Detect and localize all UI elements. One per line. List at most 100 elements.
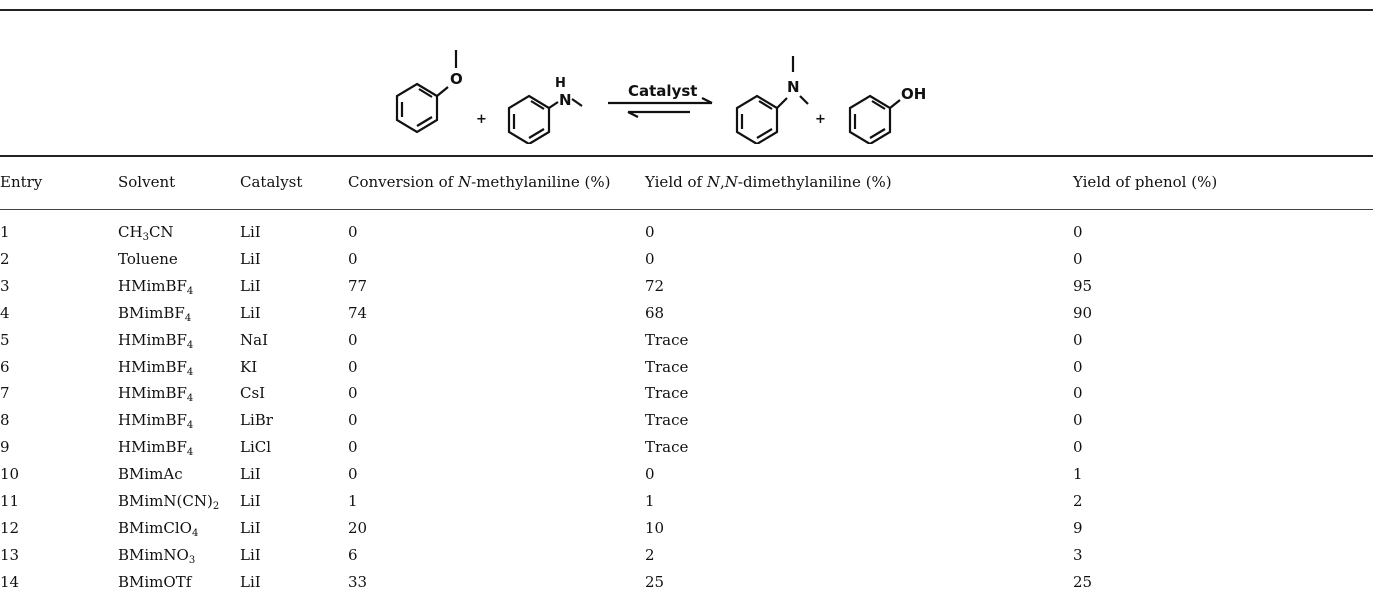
cell-entry: 7: [0, 384, 10, 402]
cell-solvent: HMimBF4: [118, 383, 194, 404]
cell-solvent: BMimN(CN)2: [118, 491, 219, 512]
cell-yield-phenol: 0: [1073, 358, 1083, 376]
cell-solvent: HMimBF4: [118, 410, 194, 431]
cell-yield-phenol: 0: [1073, 438, 1083, 456]
cell-yield-dimethylaniline: 2: [645, 546, 655, 564]
cell-conversion: 77: [348, 277, 368, 295]
cell-conversion: 74: [348, 304, 368, 322]
cell-solvent: CH3CN: [118, 222, 174, 243]
atom-label-o: O: [450, 70, 463, 88]
cell-conversion: 20: [348, 519, 368, 537]
header-yield-dimethylaniline: Yield of N,N-dimethylaniline (%): [645, 173, 892, 191]
cell-entry: 5: [0, 331, 10, 349]
cell-yield-dimethylaniline: 0: [645, 250, 655, 268]
solvent-text: BMimN(CN): [118, 492, 213, 510]
cell-yield-phenol: 0: [1073, 411, 1083, 429]
cell-entry: 12: [0, 519, 20, 537]
cell-yield-dimethylaniline: 10: [645, 519, 665, 537]
solvent-text: BMimOTf: [118, 573, 192, 591]
cell-yield-phenol: 0: [1073, 223, 1083, 241]
cell-entry: 10: [0, 465, 20, 483]
cell-conversion: 0: [348, 411, 358, 429]
cell-catalyst: LiI: [240, 465, 261, 483]
cell-yield-dimethylaniline: Trace: [645, 331, 689, 349]
atom-label-n1: N: [559, 91, 572, 109]
cell-solvent: HMimBF4: [118, 437, 194, 458]
cell-conversion: 6: [348, 546, 358, 564]
cell-yield-phenol: 3: [1073, 546, 1083, 564]
solvent-subscript: 4: [186, 340, 194, 351]
solvent-text: BMimAc: [118, 465, 183, 483]
plus-sign-2: +: [815, 112, 826, 127]
cell-solvent: BMimOTf: [118, 572, 191, 592]
solvent-text: CH: [118, 223, 143, 241]
cell-entry: 11: [0, 492, 20, 510]
cell-yield-phenol: 95: [1073, 277, 1093, 295]
cell-catalyst: LiI: [240, 546, 261, 564]
solvent-text: HMimBF: [118, 384, 187, 402]
solvent-subscript: 3: [142, 232, 149, 243]
cell-entry: 14: [0, 573, 20, 591]
solvent-text: BMimClO: [118, 519, 192, 537]
cell-entry: 6: [0, 358, 10, 376]
cell-yield-dimethylaniline: 1: [645, 492, 655, 510]
solvent-subscript: 4: [186, 367, 194, 378]
cell-entry: 9: [0, 438, 10, 456]
solvent-text: HMimBF: [118, 277, 187, 295]
cell-solvent: BMimNO3: [118, 545, 195, 566]
cell-catalyst: CsI: [240, 384, 266, 402]
n-n-dimethylaniline-structure: [735, 56, 809, 146]
solvent-text: HMimBF: [118, 438, 187, 456]
solvent-subscript: 4: [186, 447, 194, 458]
reaction-scheme-svg: O H N N OH + + Catalyst: [395, 50, 926, 146]
header-catalyst: Catalyst: [240, 173, 303, 191]
arrow-label: Catalyst: [628, 82, 697, 100]
cell-entry: 13: [0, 546, 20, 564]
cell-conversion: 0: [348, 384, 358, 402]
cell-catalyst: LiI: [240, 250, 261, 268]
header-rule: [0, 209, 1373, 210]
cell-conversion: 0: [348, 223, 358, 241]
cell-yield-phenol: 0: [1073, 250, 1083, 268]
header-entry: Entry: [0, 173, 43, 191]
cell-yield-dimethylaniline: Trace: [645, 411, 689, 429]
header-yield-phenol: Yield of phenol (%): [1073, 173, 1218, 191]
top-rule: [0, 9, 1373, 11]
cell-yield-dimethylaniline: 0: [645, 223, 655, 241]
plus-sign-1: +: [476, 112, 487, 127]
solvent-subscript: 4: [186, 286, 194, 297]
solvent-text: HMimBF: [118, 358, 187, 376]
anisole-structure: [395, 50, 458, 134]
equilibrium-arrow: [608, 97, 713, 118]
cell-catalyst: KI: [240, 358, 258, 376]
solvent-text: HMimBF: [118, 411, 187, 429]
cell-yield-dimethylaniline: Trace: [645, 384, 689, 402]
cell-solvent: HMimBF4: [118, 276, 194, 297]
reaction-scheme: O H N N OH + + Catalyst: [384, 16, 1004, 146]
cell-solvent: BMimAc: [118, 464, 183, 484]
atom-label-oh: OH: [901, 85, 926, 103]
cell-solvent: HMimBF4: [118, 330, 194, 351]
solvent-text: BMimBF: [118, 304, 185, 322]
solvent-subscript: 4: [184, 313, 192, 324]
cell-conversion: 0: [348, 465, 358, 483]
table-top-rule: [0, 155, 1373, 157]
phenol-structure: [848, 94, 901, 146]
cell-catalyst: LiI: [240, 277, 261, 295]
cell-conversion: 33: [348, 573, 368, 591]
cell-solvent: BMimBF4: [118, 303, 192, 324]
cell-yield-phenol: 0: [1073, 384, 1083, 402]
solvent-subscript: 4: [186, 393, 194, 404]
solvent-subscript: 4: [186, 420, 194, 431]
cell-entry: 2: [0, 250, 10, 268]
solvent-text: Toluene: [118, 250, 178, 268]
cell-entry: 3: [0, 277, 10, 295]
cell-yield-dimethylaniline: 68: [645, 304, 665, 322]
cell-yield-phenol: 90: [1073, 304, 1093, 322]
cell-conversion: 0: [348, 358, 358, 376]
solvent-text: BMimNO: [118, 546, 189, 564]
cell-catalyst: LiCl: [240, 438, 272, 456]
atom-label-n2: N: [787, 78, 800, 96]
cell-catalyst: NaI: [240, 331, 268, 349]
cell-catalyst: LiI: [240, 304, 261, 322]
